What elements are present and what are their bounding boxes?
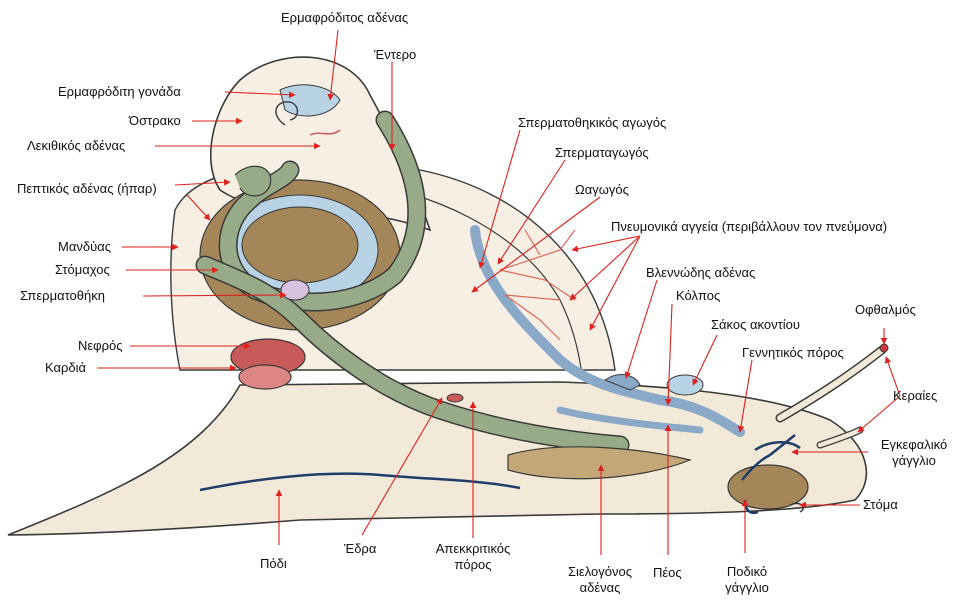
tentacles [775,345,887,449]
label-mouth: Στόμα [863,497,898,512]
leader-lines [97,29,901,555]
label-sperm-duct: Σπερματαγωγός [555,145,649,160]
label-vagina: Κόλπος [676,288,721,303]
heart [238,364,292,390]
label-genital-pore: Γεννητικός πόρος [742,345,844,360]
label-excretory-pore: Απεκκριτικός πόρος [425,541,521,573]
label-penis: Πέος [653,565,682,580]
label-excretory-pore-line1: Απεκκριτικός [435,541,511,556]
spermatheca [280,279,310,301]
label-anus: Έδρα [344,541,377,556]
label-excretory-pore-line2: πόρος [454,557,492,572]
label-kidney: Νεφρός [78,338,123,353]
label-mantle: Μανδύας [58,239,111,254]
snail-body [7,381,868,536]
label-cerebral-ganglion: Εγκεφαλικό γάγγλιο [870,437,958,469]
label-salivary-gland: Σιελογόνος αδένας [555,564,645,596]
label-intestine: Έντερο [374,47,417,62]
label-pedal-ganglion-line1: Ποδικό [726,564,768,579]
pulmonary-vessels [499,229,576,341]
label-tentacles: Κεραίες [893,388,938,403]
label-shell: Όστρακο [129,113,181,128]
label-stomach: Στόμαχος [55,262,110,277]
label-albumen-gland: Λεκιθικός αδένας [27,138,126,153]
label-pedal-ganglion-line2: γάγγλιο [725,580,769,595]
label-hermaphrodite-gland: Ερμαφρόδιτος αδένας [281,10,409,25]
buccal-mass [727,464,809,510]
label-spermatheca: Σπερματοθήκη [20,288,105,303]
label-digestive-gland: Πεπτικός αδένας (ήπαρ) [17,181,157,196]
eye [879,343,889,353]
label-spermatheca-duct: Σπερματοθηκικός αγωγός [518,115,667,130]
reproductive-duct [470,225,745,437]
label-mucous-gland: Βλεννώδης αδένας [646,265,756,280]
label-pedal-ganglion: Ποδικό γάγγλιο [714,564,780,596]
label-oviduct: Ωαγωγός [575,182,629,197]
label-dart-sac: Σάκος ακοντίου [711,317,800,332]
anus-opening [446,393,464,403]
label-eye: Οφθαλμός [855,302,916,317]
label-salivary-gland-line2: αδένας [579,580,621,595]
salivary-gland [507,446,692,480]
label-salivary-gland-line1: Σιελογόνος [568,564,632,579]
label-pulmonary-vessels: Πνευμονικά αγγεία (περιβάλλουν τον πνεύμ… [611,219,888,234]
label-foot: Πόδι [260,556,287,571]
penis [556,406,704,434]
label-cerebral-ganglion-line2: γάγγλιο [892,453,936,468]
label-hermaphrodite-gonad: Ερμαφρόδιτη γονάδα [58,84,181,99]
label-cerebral-ganglion-line1: Εγκεφαλικό [880,437,948,452]
label-heart: Καρδιά [45,360,87,375]
dart-sac [666,374,704,396]
